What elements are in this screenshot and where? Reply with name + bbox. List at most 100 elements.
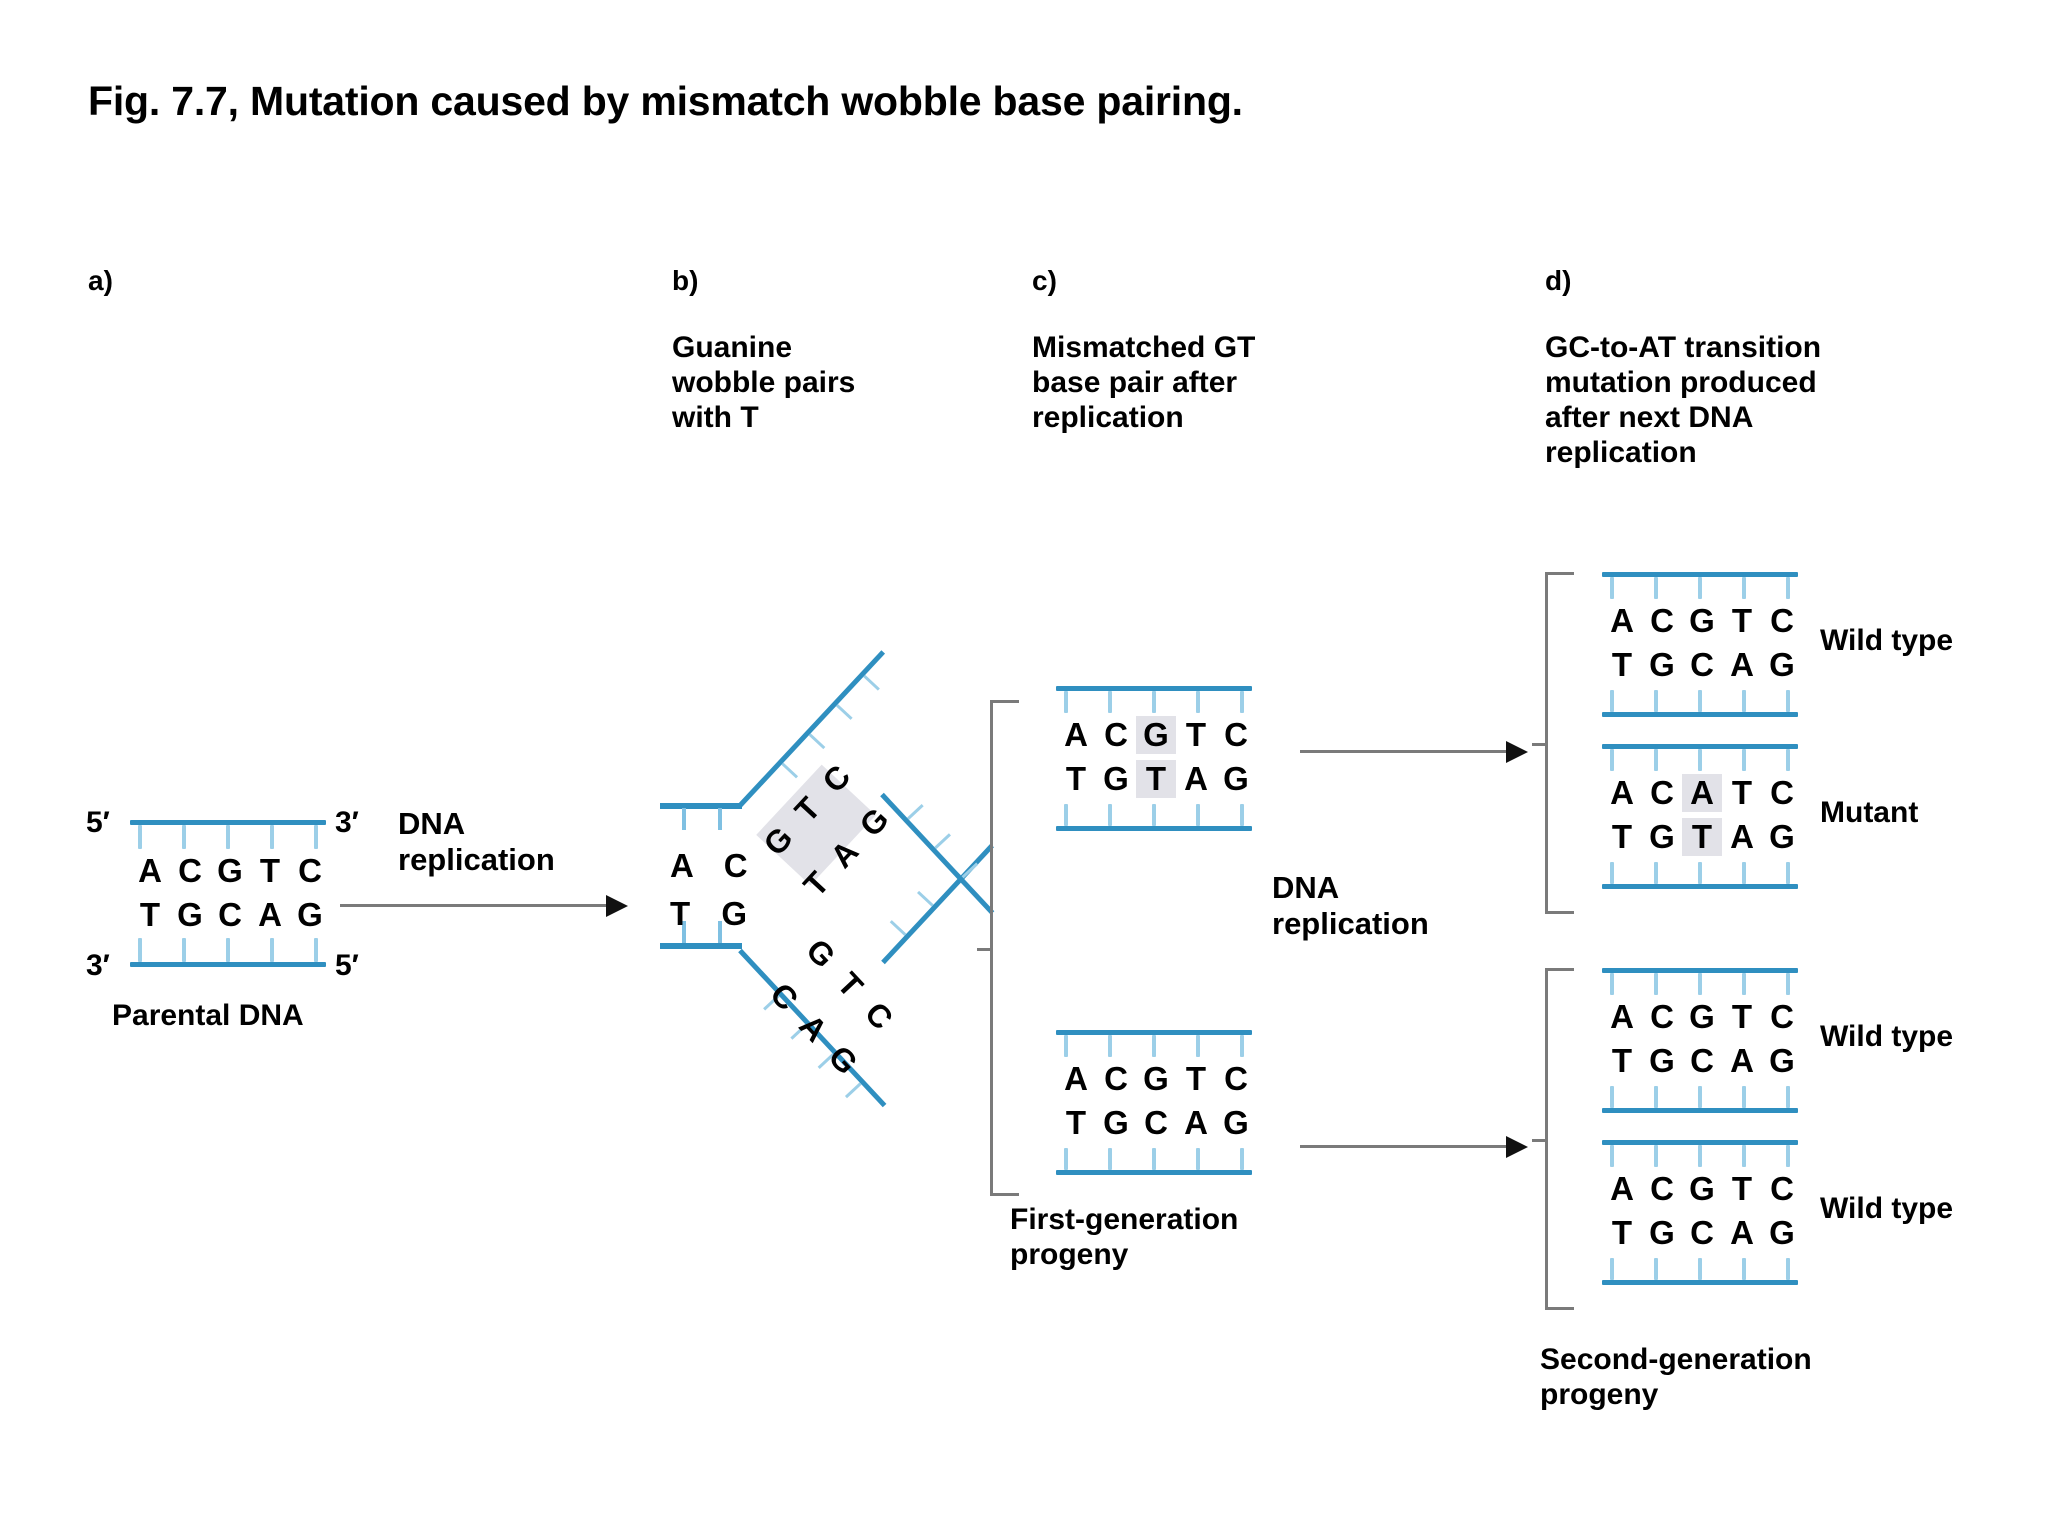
fork-stem-bottom-backbone	[660, 943, 742, 949]
second-generation-progeny-label: Second-generation progeny	[1540, 1343, 1812, 1412]
base-a: A	[138, 852, 162, 889]
top-backbone	[1602, 572, 1798, 577]
panel-letter-c: c)	[1032, 265, 1057, 296]
base-a: A	[1610, 1170, 1634, 1207]
base-c: C	[1104, 1060, 1128, 1097]
genotype-label: Wild type	[1820, 1020, 1954, 1053]
base-t: T	[1185, 1060, 1207, 1097]
fork-upper-inner-backbone	[881, 843, 994, 965]
base-c: C	[1690, 646, 1714, 683]
base-a: A	[1184, 760, 1208, 797]
fork-stem-bottom-sequence: T G	[670, 895, 758, 932]
base-c: C	[1770, 1170, 1794, 1207]
base-a: A	[1610, 774, 1634, 811]
top-rungs	[1610, 577, 1790, 599]
base-t: T	[1185, 716, 1207, 753]
base-t: T	[1136, 760, 1176, 798]
genotype-label: Mutant	[1820, 796, 1919, 829]
fork-stem-top-rung-1	[682, 808, 686, 830]
base-g: G	[1769, 1042, 1795, 1079]
fork-stem-bottom-rung-1	[682, 921, 686, 943]
base-g: G	[1223, 760, 1249, 797]
base-g: G	[1136, 716, 1176, 754]
base-g: G	[1689, 602, 1715, 639]
base-g: G	[1689, 998, 1715, 1035]
top-rungs	[1610, 749, 1790, 771]
base-g: G	[1649, 646, 1675, 683]
base-a: A	[1064, 716, 1088, 753]
bottom-backbone	[1602, 1280, 1798, 1285]
base-g: G	[217, 852, 243, 889]
base-c: C	[1650, 998, 1674, 1035]
bottom-rungs	[1610, 1258, 1790, 1280]
base-c: C	[1770, 602, 1794, 639]
fork-stem-bottom-rung-2	[718, 921, 722, 943]
base-c: C	[1104, 716, 1128, 753]
dna-replication-label-1: DNA replication	[398, 806, 555, 877]
base-g: G	[1103, 760, 1129, 797]
base-t: T	[1065, 760, 1087, 797]
five-prime-left-label: 5′	[86, 806, 110, 839]
base-a: A	[258, 896, 282, 933]
dna-replication-label-2: DNA replication	[1272, 870, 1429, 941]
parental-dna-label: Parental DNA	[112, 999, 304, 1032]
base-g: G	[1769, 646, 1795, 683]
base-g: G	[1223, 1104, 1249, 1141]
top-rungs	[1610, 973, 1790, 995]
bottom-rungs	[138, 938, 318, 962]
base-g: G	[177, 896, 203, 933]
base-c: C	[218, 896, 242, 933]
base-c: C	[178, 852, 202, 889]
bottom-rungs	[1610, 1086, 1790, 1108]
base-a: A	[1730, 818, 1754, 855]
base-t: T	[1611, 818, 1633, 855]
base-c: C	[1770, 774, 1794, 811]
base-c: C	[1650, 602, 1674, 639]
genotype-label: Wild type	[1820, 1192, 1954, 1225]
base-g: G	[1769, 818, 1795, 855]
base-g: G	[297, 896, 323, 933]
bottom-backbone	[1056, 826, 1252, 831]
base-a: A	[1064, 1060, 1088, 1097]
base-t: T	[1611, 646, 1633, 683]
base-c: C	[1690, 1042, 1714, 1079]
bottom-rungs	[1064, 804, 1244, 826]
base-c: C	[1690, 1214, 1714, 1251]
top-backbone	[1056, 1030, 1252, 1035]
fork-lower-inner-backbone	[880, 792, 995, 915]
second-generation-bracket-upper	[1532, 572, 1574, 914]
top-rungs	[1610, 1145, 1790, 1167]
three-prime-right-label: 3′	[335, 806, 359, 839]
base-a: A	[1730, 1042, 1754, 1079]
base-a: A	[1682, 774, 1722, 812]
panel-caption-c: Mismatched GT base pair after replicatio…	[1032, 331, 1256, 435]
base-t: T	[1731, 998, 1753, 1035]
top-backbone	[1602, 744, 1798, 749]
bottom-backbone	[1602, 1108, 1798, 1113]
base-g: G	[1689, 1170, 1715, 1207]
base-t: T	[1731, 602, 1753, 639]
base-c: C	[1650, 1170, 1674, 1207]
base-t: T	[1731, 1170, 1753, 1207]
genotype-label: Wild type	[1820, 624, 1954, 657]
replication-fork: A C T G G T C T A G	[630, 650, 1010, 1110]
base-g: G	[1649, 1214, 1675, 1251]
base-c: C	[1224, 1060, 1248, 1097]
base-c: C	[1224, 716, 1248, 753]
panel-letter-a: a)	[88, 265, 113, 296]
base-t: T	[1611, 1214, 1633, 1251]
